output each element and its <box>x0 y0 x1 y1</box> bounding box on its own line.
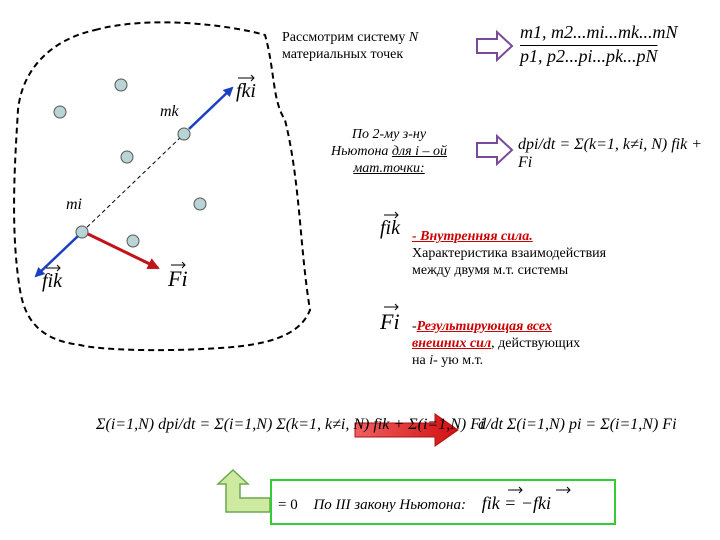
big-red-arrow <box>354 413 459 447</box>
third-law-text: По III закону Ньютона: <box>313 497 466 513</box>
label-Fi: Fi <box>168 266 188 291</box>
external-force-line3b: i <box>429 353 434 368</box>
external-force-line3c: - ую м.т. <box>433 353 484 368</box>
external-force-title: Результирующая всех <box>416 319 552 334</box>
material-point <box>53 105 67 119</box>
material-point-mk <box>177 127 191 141</box>
momenta-list: p1, p2...pi...pk...pN <box>520 46 658 66</box>
label-mi: mi <box>66 196 82 213</box>
system-boundary <box>13 21 312 352</box>
sum-formula-right: d/dt Σ(i=1,N) pi = Σ(i=1,N) Fi <box>478 416 677 433</box>
material-point <box>120 150 134 164</box>
external-force-dash: - <box>412 319 417 334</box>
implication-arrow-middle <box>476 133 514 167</box>
newton-text-line3: мат.точки: <box>353 161 425 176</box>
equals-zero: = 0 <box>278 497 298 513</box>
external-force-line2a: внешних сил <box>412 336 492 351</box>
implication-arrow-top <box>476 29 514 63</box>
interaction-line <box>81 133 185 233</box>
newton-text-line2b: для i – ой <box>391 144 447 159</box>
third-law-content: = 0 По III закону Ньютона: fik = −fki <box>278 493 551 514</box>
internal-force-line2: Характеристика взаимодействия <box>412 246 607 261</box>
force-vector-Fi <box>87 232 160 270</box>
force-vector-fki <box>188 86 234 130</box>
external-force-description: -Результирующая всех внешних сил, действ… <box>412 318 580 369</box>
label-fki: fki <box>236 80 256 102</box>
material-point <box>114 78 128 92</box>
internal-force-symbol: fik <box>380 217 400 239</box>
system-description: Рассмотрим систему N материальных точек <box>282 29 418 63</box>
internal-force-description: - Внутренняя сила. Характеристика взаимо… <box>412 228 606 279</box>
newton-text-line1: По 2-му з-ну <box>351 127 427 142</box>
system-text-line2: материальных точек <box>282 47 404 62</box>
material-point-mi <box>75 225 89 239</box>
internal-force-title: - Внутренняя сила. <box>412 229 533 244</box>
internal-force-line3: между двумя м.т. системы <box>412 263 569 278</box>
label-fik: fik <box>42 270 62 292</box>
external-force-line3a: на <box>412 353 430 368</box>
third-law-formula: fik = −fki <box>481 493 551 513</box>
system-text-var-n: N <box>408 30 419 45</box>
masses-formula: m1, m2...mi...mk...mN p1, p2...pi...pk..… <box>520 20 678 68</box>
newton2-formula: dpi/dt = Σ(k=1, k≠i, N) fik + Fi <box>518 136 702 171</box>
newton-text-line2a: Ньютона <box>330 144 392 159</box>
green-up-arrow <box>216 468 271 513</box>
system-text-line1: Рассмотрим систему <box>282 30 409 45</box>
newton-description: По 2-му з-ну Ньютона для i – ой мат.точк… <box>314 126 464 177</box>
material-point <box>193 197 207 211</box>
sum-formula-left: Σ(i=1,N) dpi/dt = Σ(i=1,N) Σ(k=1, k≠i, N… <box>96 416 485 433</box>
vector-overbars <box>46 74 571 494</box>
external-force-symbol: Fi <box>380 309 400 334</box>
third-law-box <box>270 479 616 525</box>
masses-list: m1, m2...mi...mk...mN <box>520 22 678 42</box>
material-point <box>126 234 140 248</box>
external-force-line2b: , действующих <box>491 336 581 351</box>
label-mk: mk <box>160 103 179 120</box>
force-vector-fik <box>34 235 79 278</box>
